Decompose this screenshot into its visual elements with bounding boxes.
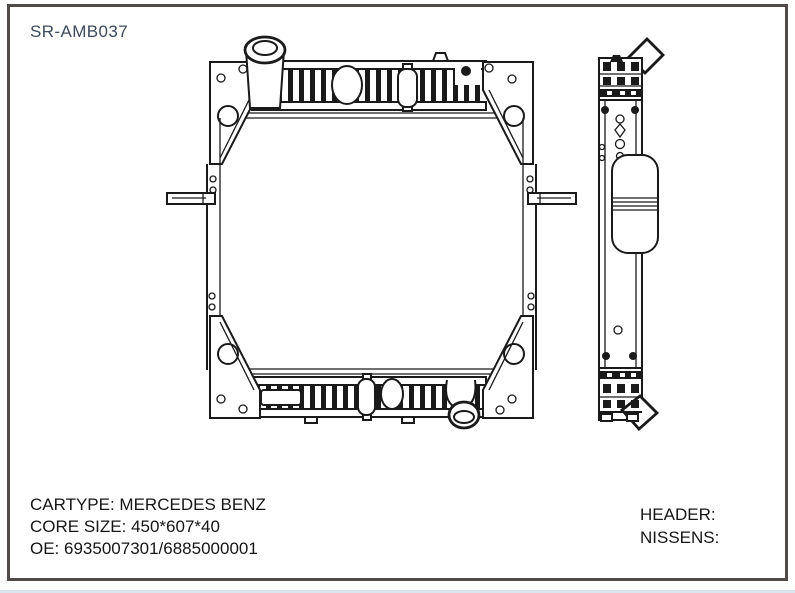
filler-neck (243, 35, 287, 109)
side-mid-hole (613, 325, 623, 335)
bottom-strip (0, 590, 795, 593)
bottom-tank-capsule (357, 373, 376, 421)
top-tank-capsule (397, 63, 418, 112)
radiator-front-view (166, 35, 577, 430)
top-tank-grille (221, 52, 522, 119)
outlet-pipe (447, 400, 481, 430)
page-frame (7, 4, 788, 581)
bottom-tank-plate (260, 389, 302, 406)
spec-block: CARTYPE: MERCEDES BENZ CORE SIZE: 450*60… (30, 494, 266, 560)
mounting-pin-left (166, 192, 216, 205)
mounting-bracket-top-right (482, 61, 534, 165)
reference-block: HEADER: NISSENS: (640, 503, 719, 549)
nissens-label: NISSENS: (640, 528, 720, 547)
side-tank-profile (611, 154, 659, 254)
spec-oe: OE: 6935007301/6885000001 (30, 539, 258, 558)
radiator-side-view (598, 37, 665, 431)
top-tank-bolt (461, 66, 471, 76)
spec-core-size: CORE SIZE: 450*607*40 (30, 517, 220, 536)
mounting-bracket-bottom-right (482, 315, 534, 419)
header-label: HEADER: (640, 505, 716, 524)
top-tank-oval-opening (331, 65, 363, 105)
side-top-block (599, 62, 642, 101)
mounting-pin-right (527, 192, 577, 205)
side-bottom-block (599, 367, 642, 422)
part-number-title: SR-AMB037 (30, 22, 129, 41)
bottom-tank-oval-opening (380, 378, 404, 410)
mounting-bracket-bottom-left (209, 315, 261, 419)
spec-cartype: CARTYPE: MERCEDES BENZ (30, 495, 266, 514)
